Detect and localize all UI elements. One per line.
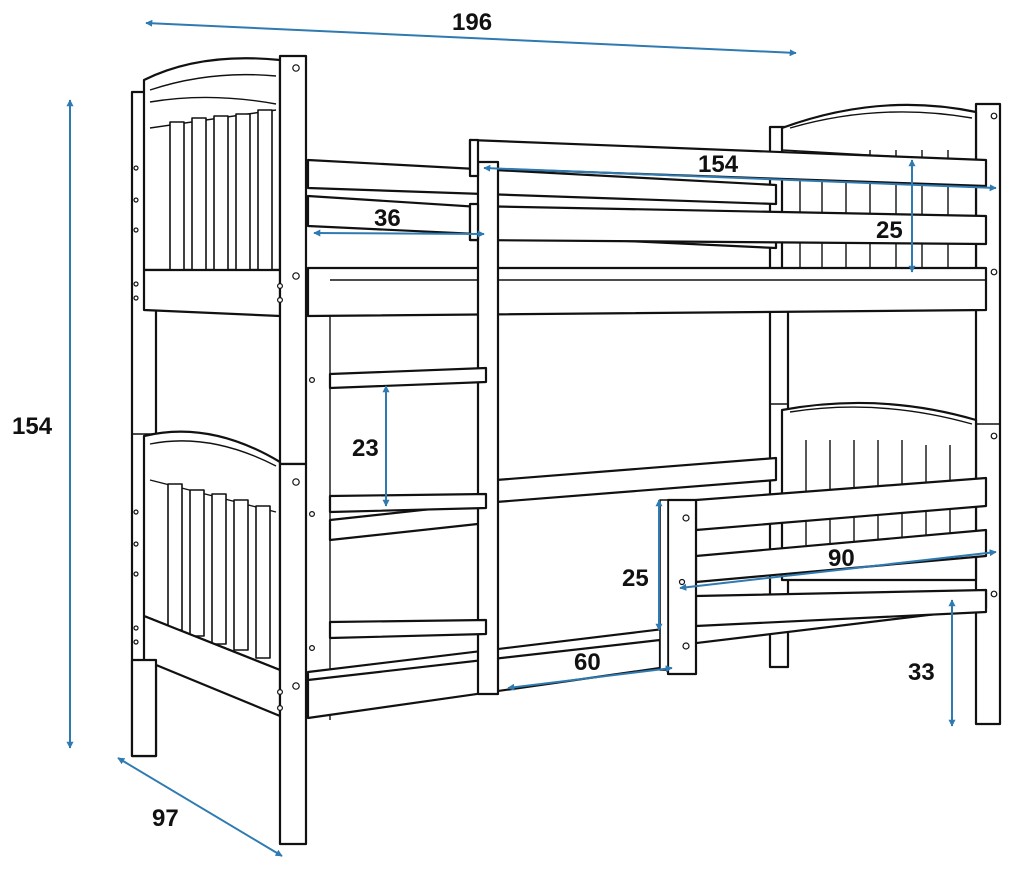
ladder-width-label: 36 bbox=[374, 205, 401, 232]
lower-bed-height-label: 33 bbox=[908, 659, 935, 686]
depth-arrow bbox=[117, 757, 283, 857]
total-height-label: 154 bbox=[12, 413, 53, 440]
lower-left-headboard bbox=[142, 430, 282, 718]
total-length-arrow bbox=[145, 19, 797, 57]
dimension-annotations: 196 154 97 154 25 36 23 25 60 90 33 bbox=[12, 9, 997, 857]
step-spacing-label: 23 bbox=[352, 435, 379, 462]
depth-label: 97 bbox=[152, 805, 179, 832]
back-right-post bbox=[974, 102, 1002, 726]
bolts bbox=[133, 64, 998, 711]
left-back-foot bbox=[130, 658, 158, 758]
ladder bbox=[328, 138, 500, 696]
back-upper-headboard bbox=[780, 103, 978, 274]
upper-bed-front-rail bbox=[306, 266, 988, 318]
lower-rail-length-label: 90 bbox=[828, 545, 855, 572]
lower-rail-height-label: 25 bbox=[622, 565, 649, 592]
entry-opening-label: 60 bbox=[574, 649, 601, 676]
mattress-length-label: 154 bbox=[698, 151, 739, 178]
left-front-lower-post bbox=[278, 462, 308, 846]
bed-drawing bbox=[130, 54, 1002, 846]
total-length-label: 196 bbox=[452, 9, 492, 36]
lower-rail-length-arrow bbox=[679, 549, 997, 591]
upper-left-headboard bbox=[142, 57, 282, 318]
upper-rail-height-label: 25 bbox=[876, 217, 903, 244]
entry-opening-arrow bbox=[507, 665, 673, 691]
ladder-width-arrow bbox=[313, 229, 485, 238]
back-lower-rail bbox=[494, 456, 778, 504]
left-front-upper-post bbox=[278, 54, 308, 466]
